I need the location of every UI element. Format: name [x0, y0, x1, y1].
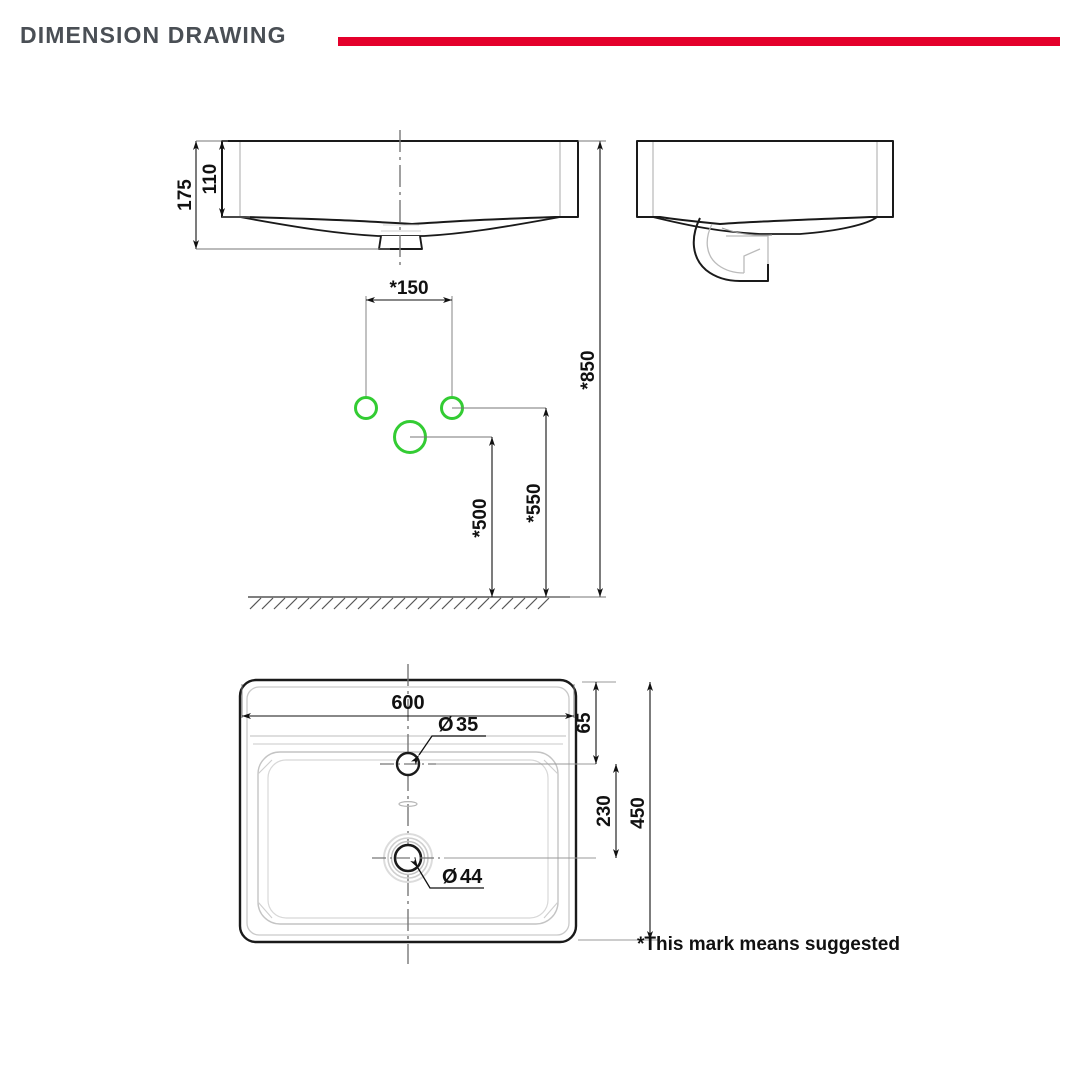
plan-view: 600 Ø 35 Ø 44 65 230 — [238, 664, 660, 964]
plan-inner-rim — [246, 686, 570, 936]
dim-600-label: 600 — [391, 692, 424, 714]
side-trap-ghost-4 — [721, 227, 773, 236]
dia-44-label: 44 — [460, 866, 483, 888]
dia-44-callout: Ø 44 — [442, 866, 483, 888]
plan-corner-tl — [257, 759, 273, 775]
supply-point-left-icon — [354, 396, 378, 420]
side-elevation-body — [636, 140, 894, 225]
dia-35-callout: Ø 35 — [438, 714, 478, 736]
side-trap-ghost-2 — [743, 248, 761, 273]
dim-850-label: *850 — [578, 350, 599, 389]
dim-450-label: 450 — [628, 797, 649, 829]
dia-35-label: 35 — [456, 714, 478, 736]
overflow-slot — [398, 800, 418, 807]
plan-corner-bl — [257, 901, 273, 919]
dim-500-label: *500 — [470, 498, 491, 537]
header-red-rule — [338, 37, 1060, 46]
floor-hatching — [249, 597, 550, 610]
plan-corner-br — [543, 901, 559, 919]
dim-175-label: 175 — [175, 179, 196, 211]
dia-35-symbol: Ø — [438, 714, 454, 736]
side-trap-outline — [692, 217, 769, 282]
front-elevation-view: 175 110 — [175, 130, 579, 268]
dim-230-label: 230 — [594, 795, 615, 827]
rough-in-group: *150 — [248, 140, 606, 610]
page-header: DIMENSION DRAWING — [0, 0, 1080, 68]
side-trap-ghost-3 — [726, 235, 769, 264]
page-title: DIMENSION DRAWING — [20, 22, 287, 48]
plan-corner-tr — [543, 759, 559, 775]
dia-44-leader — [410, 857, 484, 889]
side-elevation-view — [636, 140, 894, 282]
side-trap-ghost-1 — [706, 223, 745, 274]
drawing-canvas: 175 110 — [0, 68, 1080, 1080]
footnote-text: *This mark means suggested — [637, 934, 900, 955]
dia-35-leader — [410, 735, 486, 765]
dia-44-symbol: Ø — [442, 866, 458, 888]
side-bowl-underside — [652, 216, 878, 235]
dim-150-label: *150 — [389, 278, 428, 299]
drawing-svg: 175 110 — [175, 130, 900, 964]
dim-550-label: *550 — [524, 483, 545, 522]
dim-65-label: 65 — [574, 712, 595, 734]
dim-110-label: 110 — [200, 164, 221, 195]
